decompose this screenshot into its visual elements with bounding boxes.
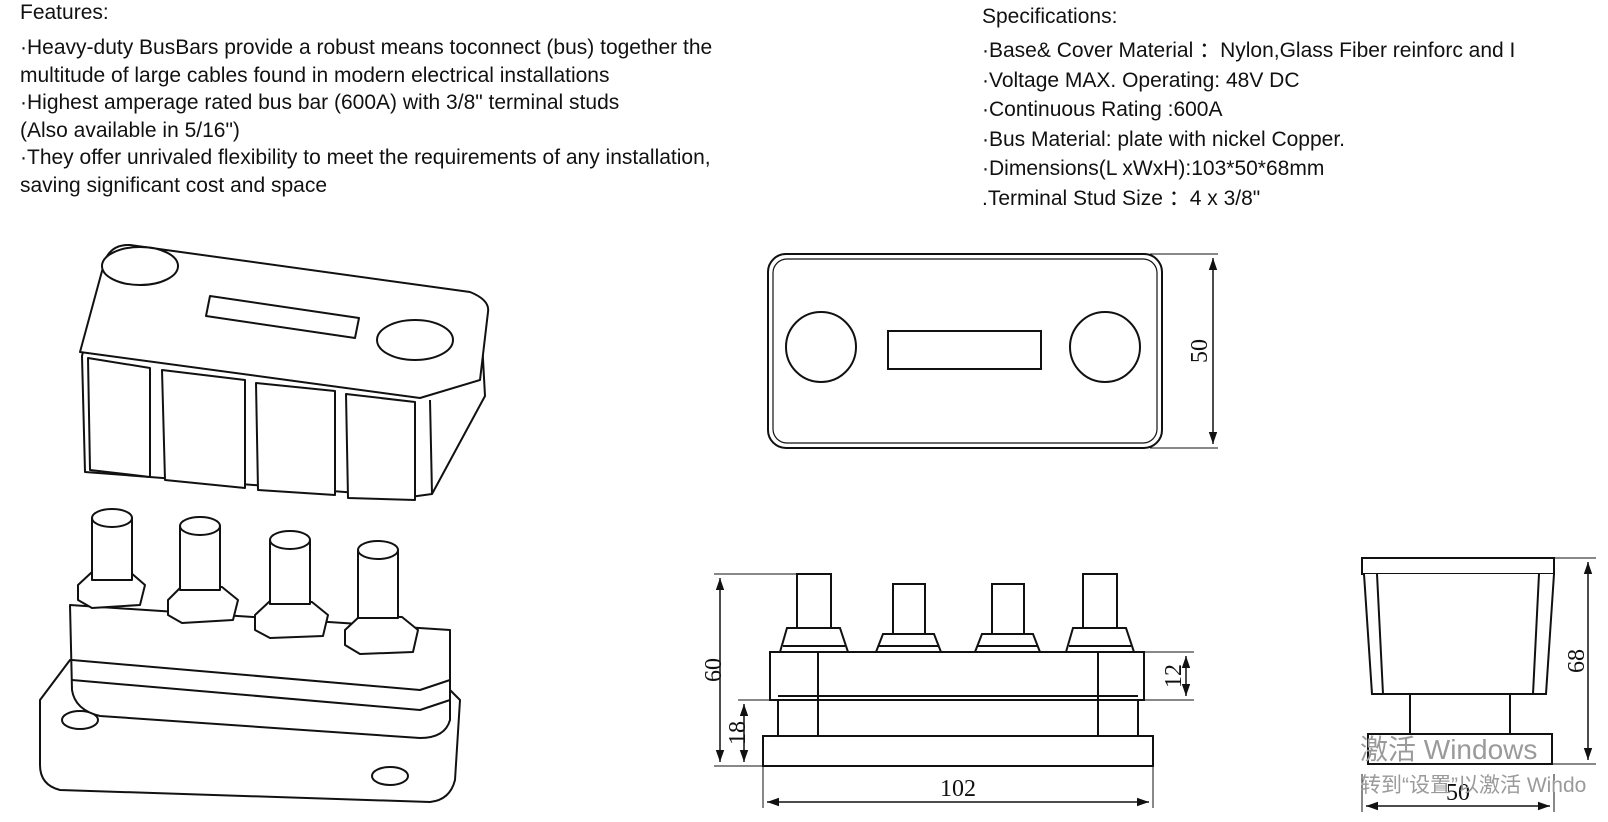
dim-front-height-total: 60	[701, 658, 727, 682]
watermark-line-1: 激活 Windows	[1360, 734, 1538, 765]
front-stud-1	[778, 573, 850, 653]
base-isometric-drawing	[39, 508, 461, 803]
front-stud-2	[874, 583, 943, 653]
features-line-5: ·They offer unrivaled flexibility to mee…	[20, 146, 711, 169]
specifications-section: Specifications: ·Base& Cover Material ：N…	[982, 4, 1608, 213]
spec-line-stud-size: .Terminal Stud Size ：4 x 3/8"	[982, 186, 1261, 210]
dim-top-width: 50	[1187, 339, 1213, 363]
stud-4-iso	[344, 540, 419, 655]
dim-side-height: 68	[1564, 649, 1590, 673]
watermark-line-2: 转到“设置”以激活 Windo	[1360, 774, 1587, 797]
stud-3-iso	[254, 530, 329, 639]
front-stud-4	[1064, 573, 1136, 653]
features-line-4: (Also available in 5/16")	[20, 118, 240, 142]
features-line-6: saving significant cost and space	[20, 173, 328, 197]
stud-2-iso	[167, 516, 239, 624]
stud-1-iso	[77, 508, 146, 609]
spec-line-dimensions: ·Dimensions(L xWxH):103*50*68mm	[982, 157, 1325, 180]
spec-line-voltage: ·Voltage MAX. Operating: 48V DC	[982, 68, 1300, 92]
spec-line-rating: ·Continuous Rating :600A	[982, 98, 1223, 121]
features-line-3: ·Highest amperage rated bus bar (600A) w…	[20, 91, 620, 114]
spec-line-bus-material: ·Bus Material: plate with nickel Copper.	[982, 127, 1345, 151]
front-view-drawing	[714, 573, 1194, 808]
front-stud-3	[973, 583, 1042, 653]
dim-side-width: 50	[1446, 780, 1470, 806]
top-view-drawing	[767, 253, 1218, 449]
features-section: Features: ·Heavy-duty BusBars provide a …	[20, 0, 900, 199]
dim-front-length: 102	[940, 776, 976, 802]
specifications-heading: Specifications:	[982, 5, 1118, 28]
features-line-1: ·Heavy-duty BusBars provide a robust mea…	[20, 36, 713, 59]
features-line-2: multitude of large cables found in moder…	[20, 63, 610, 87]
dim-front-stud-height: 12	[1161, 664, 1187, 688]
dim-front-base-height: 18	[725, 721, 751, 745]
spec-line-material: ·Base& Cover Material ：Nylon,Glass Fiber…	[982, 39, 1516, 62]
side-view-drawing	[1361, 557, 1596, 812]
features-heading: Features:	[20, 1, 109, 24]
cover-isometric-drawing	[79, 243, 490, 501]
